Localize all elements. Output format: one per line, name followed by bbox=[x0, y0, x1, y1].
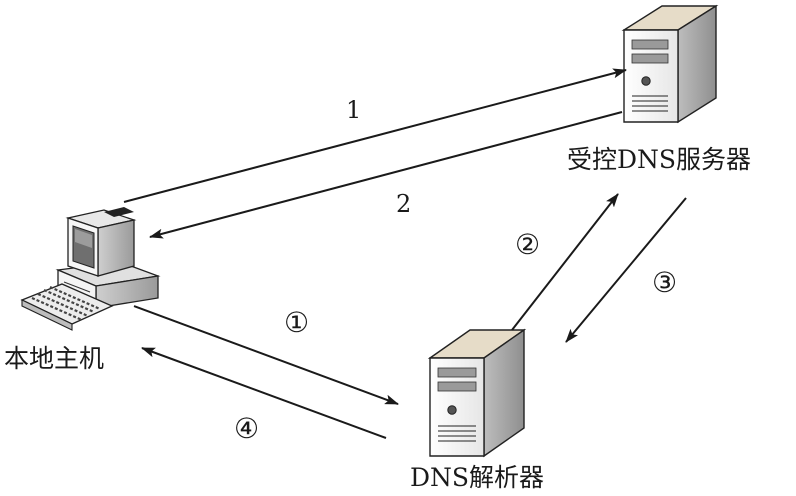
resolver-label: DNS解析器 bbox=[410, 463, 545, 492]
arrow-circled-1 bbox=[133, 305, 399, 405]
arrow-circled-1-label: ① bbox=[284, 306, 310, 339]
resolver-server-icon bbox=[427, 328, 527, 458]
arrow-1-label: 1 bbox=[346, 96, 362, 124]
arrow-2 bbox=[149, 111, 623, 239]
arrow-2-label: 2 bbox=[396, 190, 412, 218]
arrow-circled-2-label: ② bbox=[515, 228, 541, 261]
local-host-computer-icon bbox=[20, 207, 161, 331]
arrow-circled-3-label: ③ bbox=[652, 266, 678, 299]
arrow-circled-2 bbox=[511, 193, 619, 331]
arrow-circled-4-label: ④ bbox=[234, 412, 260, 445]
arrow-1 bbox=[123, 68, 627, 203]
arrow-circled-3 bbox=[565, 197, 687, 343]
arrow-circled-4 bbox=[141, 347, 387, 439]
controlled-server-icon bbox=[621, 4, 719, 124]
controlled-server-label: 受控DNS服务器 bbox=[567, 145, 752, 174]
local-host-label: 本地主机 bbox=[4, 344, 105, 373]
